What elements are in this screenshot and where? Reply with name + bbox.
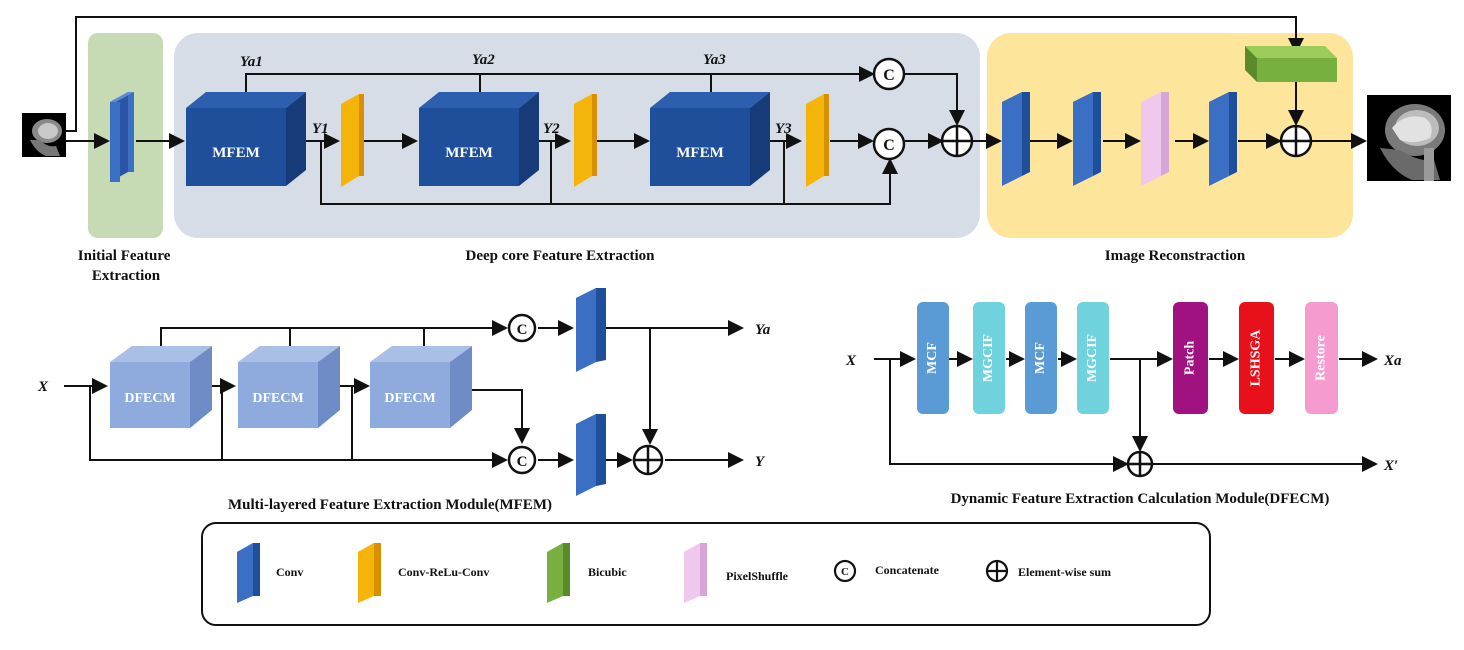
mfem-input-x: X bbox=[37, 379, 49, 395]
dfecm-block-lshsga bbox=[1239, 302, 1274, 414]
dfecm-block-label: MCF bbox=[1033, 342, 1048, 374]
legend-conv-swatch bbox=[237, 543, 260, 603]
legend-bicubic-label: Bicubic bbox=[588, 565, 627, 579]
output-mri-image bbox=[1367, 95, 1451, 181]
dfecm-output-xa: Xa bbox=[1383, 353, 1402, 369]
dfecm-block-mgcif bbox=[973, 302, 1005, 414]
legend-pixelshuffle-label: PixelShuffle bbox=[726, 569, 789, 583]
concatenate-icon: C bbox=[507, 313, 537, 343]
mfem-block-2: MFEM bbox=[419, 92, 539, 186]
dfecm-block-restore bbox=[1305, 302, 1338, 414]
dfecm-output-xprime: X′ bbox=[1383, 458, 1398, 474]
bicubic-block bbox=[1245, 46, 1337, 82]
var-y1: Y1 bbox=[312, 121, 329, 137]
dfecm-block-mcf bbox=[1025, 302, 1057, 414]
var-ya2: Ya2 bbox=[472, 52, 495, 68]
dfecm-block-label: LSHSGA bbox=[1249, 329, 1264, 387]
element-wise-sum-icon bbox=[940, 124, 974, 158]
conv-relu-conv-block-3 bbox=[806, 94, 829, 187]
image-reconstruction-title: Image Reconstraction bbox=[1105, 248, 1246, 264]
recon-conv-block-3 bbox=[1209, 92, 1237, 186]
element-wise-sum-icon bbox=[985, 559, 1009, 583]
input-mri-image bbox=[22, 113, 66, 157]
pixelshuffle-block bbox=[1141, 92, 1169, 186]
mfem-conv-block-2 bbox=[576, 414, 606, 496]
mfem-conv-block-1 bbox=[576, 288, 606, 372]
dfecm-label: DFECM bbox=[384, 391, 435, 406]
dfecm-block-label: Restore bbox=[1314, 335, 1329, 381]
element-wise-sum-icon bbox=[632, 444, 664, 476]
dfecm-block-1: DFECM bbox=[110, 346, 212, 428]
concatenate-icon: C bbox=[872, 57, 906, 91]
legend-element-wise-sum-label: Element-wise sum bbox=[1018, 565, 1111, 579]
dfecm-block-patch bbox=[1173, 302, 1208, 414]
svg-text:C: C bbox=[883, 67, 895, 84]
var-ya3: Ya3 bbox=[703, 52, 726, 68]
dfecm-input-x: X bbox=[845, 353, 857, 369]
dfecm-caption: Dynamic Feature Extraction Calculation M… bbox=[951, 491, 1330, 507]
dfecm-label: DFECM bbox=[124, 391, 175, 406]
initial-conv-block bbox=[110, 92, 134, 182]
dfecm-block-3: DFECM bbox=[370, 346, 472, 428]
mfem-block-3: MFEM bbox=[650, 92, 770, 186]
legend-conv-label: Conv bbox=[276, 565, 303, 579]
dfecm-block-label: MGCIF bbox=[981, 334, 996, 382]
mfem-label: MFEM bbox=[445, 145, 492, 161]
dfecm-block-mgcif bbox=[1077, 302, 1109, 414]
mfem-output-ya: Ya bbox=[755, 322, 771, 338]
dfecm-block-mcf bbox=[917, 302, 949, 414]
concatenate-icon: C bbox=[507, 445, 537, 475]
legend-concatenate-label: Concatenate bbox=[875, 563, 940, 577]
dfecm-block-2: DFECM bbox=[238, 346, 340, 428]
svg-text:C: C bbox=[883, 137, 895, 154]
dfecm-sum bbox=[1126, 450, 1154, 478]
concatenate-icon: C bbox=[833, 559, 857, 583]
element-wise-sum-icon bbox=[1279, 124, 1313, 158]
dfecm-block-label: MGCIF bbox=[1085, 334, 1100, 382]
var-y3: Y3 bbox=[775, 121, 792, 137]
legend-pixelshuffle-swatch bbox=[684, 543, 707, 603]
var-y2: Y2 bbox=[543, 121, 560, 137]
mfem-label: MFEM bbox=[212, 145, 259, 161]
svg-text:C: C bbox=[841, 566, 849, 578]
mfem-caption: Multi-layered Feature Extraction Module(… bbox=[228, 497, 552, 513]
dfecm-label: DFECM bbox=[252, 391, 303, 406]
recon-conv-block-2 bbox=[1073, 92, 1101, 186]
legend-bicubic-swatch bbox=[547, 543, 570, 603]
recon-conv-block-1 bbox=[1002, 92, 1030, 186]
mfem-label: MFEM bbox=[676, 145, 723, 161]
svg-text:C: C bbox=[517, 454, 528, 470]
recon-section-bg bbox=[987, 33, 1353, 238]
legend-conv-relu-conv-label: Conv-ReLu-Conv bbox=[398, 565, 489, 579]
svg-text:C: C bbox=[517, 322, 528, 338]
conv-relu-conv-block-2 bbox=[574, 94, 597, 187]
concatenate-icon: C bbox=[872, 127, 906, 161]
dfecm-block-label: MCF bbox=[925, 342, 940, 374]
dfecm-block-chain: MCF MGCIF MCF MGCIF Patch LSHSGA Restore bbox=[917, 302, 1338, 414]
dfecm-block-label: Patch bbox=[1183, 341, 1198, 375]
mfem-block-1: MFEM bbox=[186, 92, 306, 186]
legend-conv-relu-conv-swatch bbox=[358, 543, 381, 603]
var-ya1: Ya1 bbox=[240, 54, 263, 70]
mfem-output-y: Y bbox=[755, 454, 766, 470]
conv-relu-conv-block-1 bbox=[341, 94, 364, 187]
initial-feature-extraction-title: Initial Feature Extraction bbox=[78, 248, 174, 284]
deep-feature-extraction-title: Deep core Feature Extraction bbox=[466, 248, 656, 264]
